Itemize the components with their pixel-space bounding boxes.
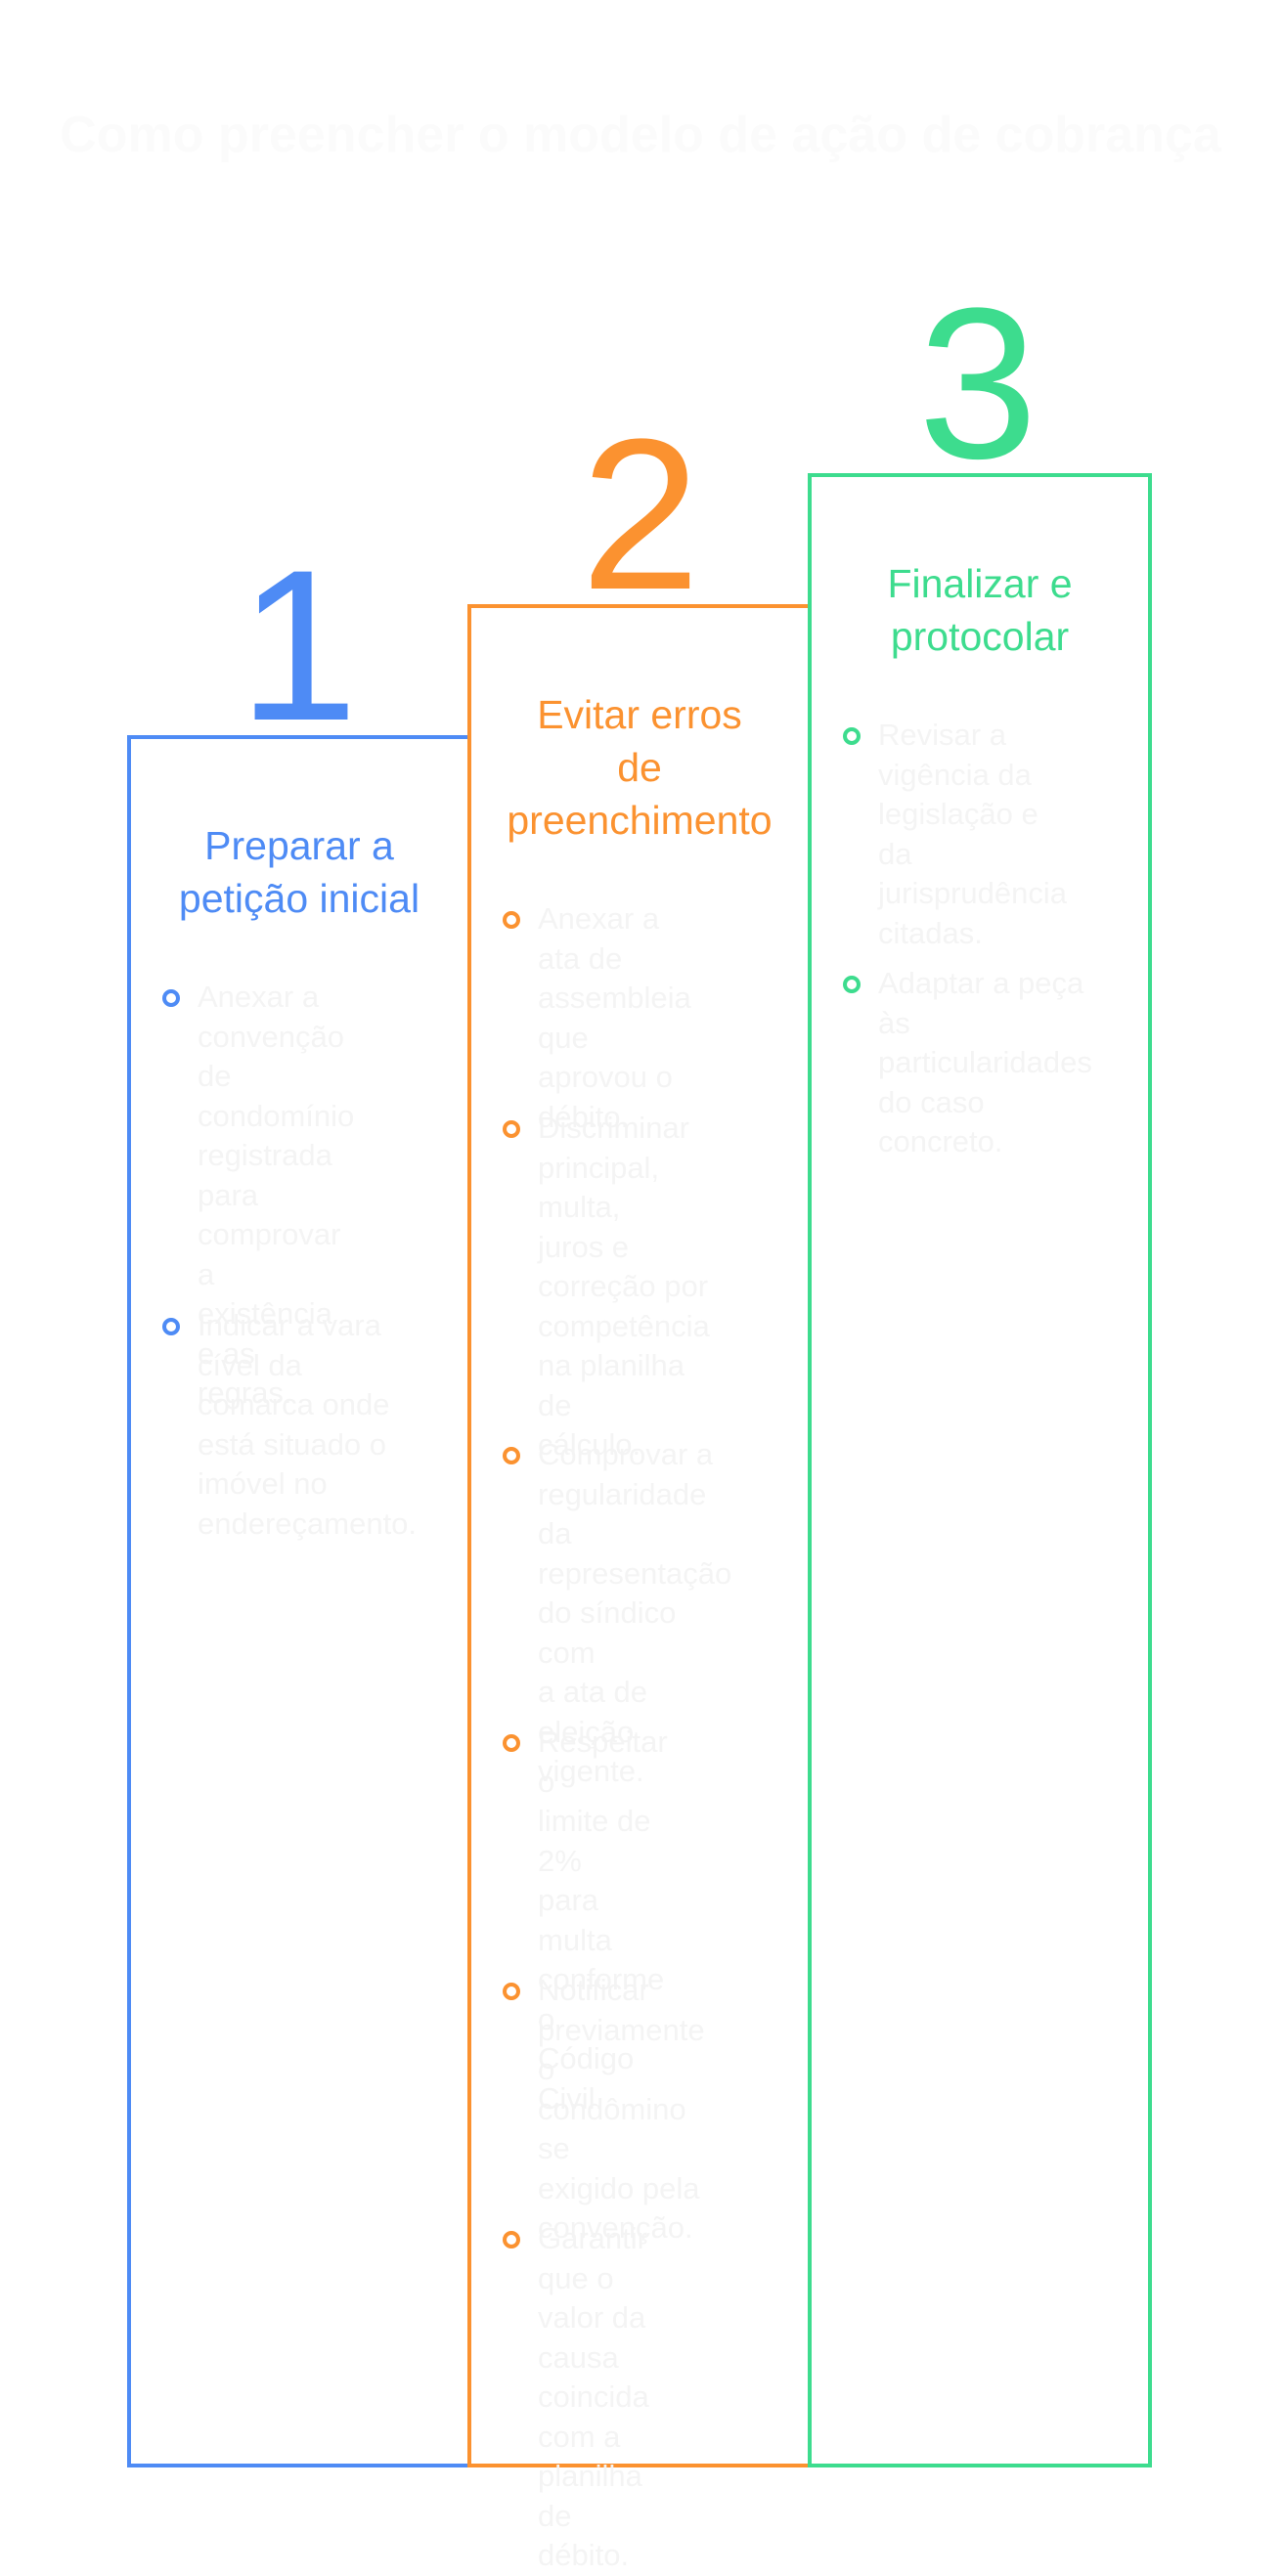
bullet-circle-icon xyxy=(503,1120,520,1138)
item-text: Indicar a vara cível da comarca onde est… xyxy=(198,1308,418,1541)
step-1-number: 1 xyxy=(238,525,359,765)
step-3-column: Finalizar e protocolar Revisar a vigênci… xyxy=(808,473,1152,2467)
step-2-title: Evitar erros de preenchimento xyxy=(471,688,808,847)
bullet-circle-icon xyxy=(503,1734,520,1752)
step-3-title: Finalizar e protocolar xyxy=(812,557,1148,663)
item-text: Respeitar o limite de 2% para multa conf… xyxy=(538,1725,668,2116)
item-text: Garantir que o valor da causa coincida c… xyxy=(538,2221,649,2572)
bullet-circle-icon xyxy=(503,1447,520,1464)
step-3-number: 3 xyxy=(917,263,1038,503)
bullet-circle-icon xyxy=(503,2231,520,2249)
step-1-title-line: Preparar a xyxy=(204,823,394,868)
step-1-title: Preparar a petição inicial xyxy=(131,819,467,925)
item-text: Anexar a convenção de condomínio registr… xyxy=(198,980,355,1410)
page-title: Como preencher o modelo de ação de cobra… xyxy=(60,107,1221,163)
step-3-title-line: Finalizar e xyxy=(887,561,1073,606)
step-2-title-line: de xyxy=(617,745,662,790)
item-text: Discriminar principal, multa, juros e co… xyxy=(538,1111,710,1462)
item-text: Anexar a ata de assembleia que aprovou o… xyxy=(538,901,691,1134)
bullet-circle-icon xyxy=(843,976,861,993)
item-text: Adaptar a peça às particularidades do ca… xyxy=(878,966,1092,1158)
step-1-column: Preparar a petição inicial Anexar a conv… xyxy=(127,735,471,2467)
bullet-circle-icon xyxy=(843,727,861,745)
step-1-title-line: petição inicial xyxy=(178,876,420,921)
step-2-column: Evitar erros de preenchimento Anexar a a… xyxy=(467,604,812,2572)
item-text: Notificar previamente o condômino se exi… xyxy=(538,1973,705,2245)
item-text: Comprovar a regularidade da representaçã… xyxy=(538,1437,732,1788)
item-text: Revisar a vigência da legislação e da ju… xyxy=(878,718,1067,950)
step-2-number: 2 xyxy=(580,394,701,634)
step-2-title-line: Evitar erros xyxy=(537,692,742,737)
step-3-title-line: protocolar xyxy=(890,614,1070,659)
bullet-circle-icon xyxy=(162,1318,180,1335)
bullet-circle-icon xyxy=(503,1983,520,2000)
bullet-circle-icon xyxy=(503,911,520,929)
bullet-circle-icon xyxy=(162,989,180,1007)
step-2-title-line: preenchimento xyxy=(507,798,773,843)
